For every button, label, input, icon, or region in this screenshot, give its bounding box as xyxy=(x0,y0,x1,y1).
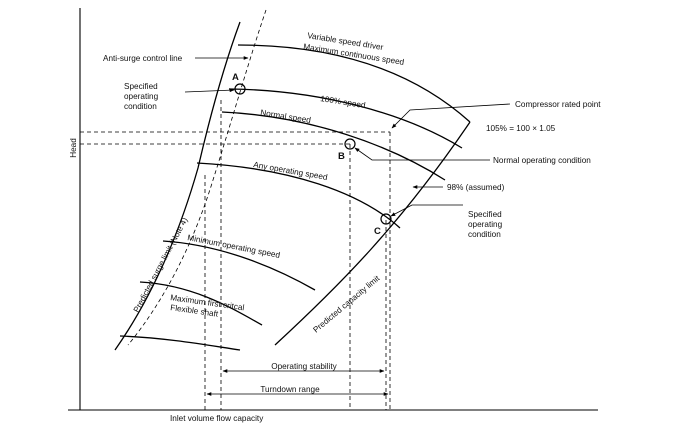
normal-speed-label: Normal speed xyxy=(260,108,312,125)
curve-max-continuous-speed xyxy=(237,44,471,123)
point-a-label: A xyxy=(232,72,239,83)
spec-a-line1: Specified xyxy=(124,82,158,91)
turndown-range-label: Turndown range xyxy=(260,385,320,394)
spec-c-line1: Specified xyxy=(468,210,502,219)
leader-spec-c xyxy=(390,204,463,217)
anti-surge-label: Anti-surge control line xyxy=(103,54,183,63)
curve-100-speed xyxy=(228,88,463,149)
y-axis-label: Head xyxy=(69,138,78,158)
curve-normal-speed xyxy=(221,111,446,181)
leader-spec-a xyxy=(184,88,235,93)
leader-compressor-rated xyxy=(391,103,511,129)
speed-100-label: 100% speed xyxy=(320,94,367,110)
spec-a-line3: condition xyxy=(124,102,157,111)
point-b-marker xyxy=(344,138,356,150)
spec-a-line2: operating xyxy=(124,92,159,101)
operating-stability-label: Operating stability xyxy=(271,362,337,371)
speed-98-label: 98% (assumed) xyxy=(447,183,505,192)
surge-limit-curve xyxy=(114,21,241,351)
leader-normal-operating xyxy=(354,147,490,161)
compressor-rated-label: Compressor rated point xyxy=(515,100,601,109)
capacity-limit-label: Predicted capacity limit xyxy=(312,273,382,334)
speed-105-label: 105% = 100 × 1.05 xyxy=(486,124,556,133)
point-a-marker xyxy=(234,83,246,95)
point-c-label: C xyxy=(374,226,381,237)
point-c-marker xyxy=(380,213,392,225)
curve-lowest xyxy=(119,335,241,351)
point-b-label: B xyxy=(338,151,345,162)
normal-operating-label: Normal operating condition xyxy=(493,156,591,165)
capacity-limit-curve xyxy=(274,121,471,346)
x-axis-label: Inlet volume flow capacity xyxy=(170,414,264,423)
spec-c-line2: operating xyxy=(468,220,503,229)
anti-surge-control-line xyxy=(127,9,267,346)
curve-minimum-speed xyxy=(162,240,316,291)
curve-any-speed xyxy=(196,162,401,229)
spec-c-line3: condition xyxy=(468,230,501,239)
curve-first-critical xyxy=(139,281,263,326)
